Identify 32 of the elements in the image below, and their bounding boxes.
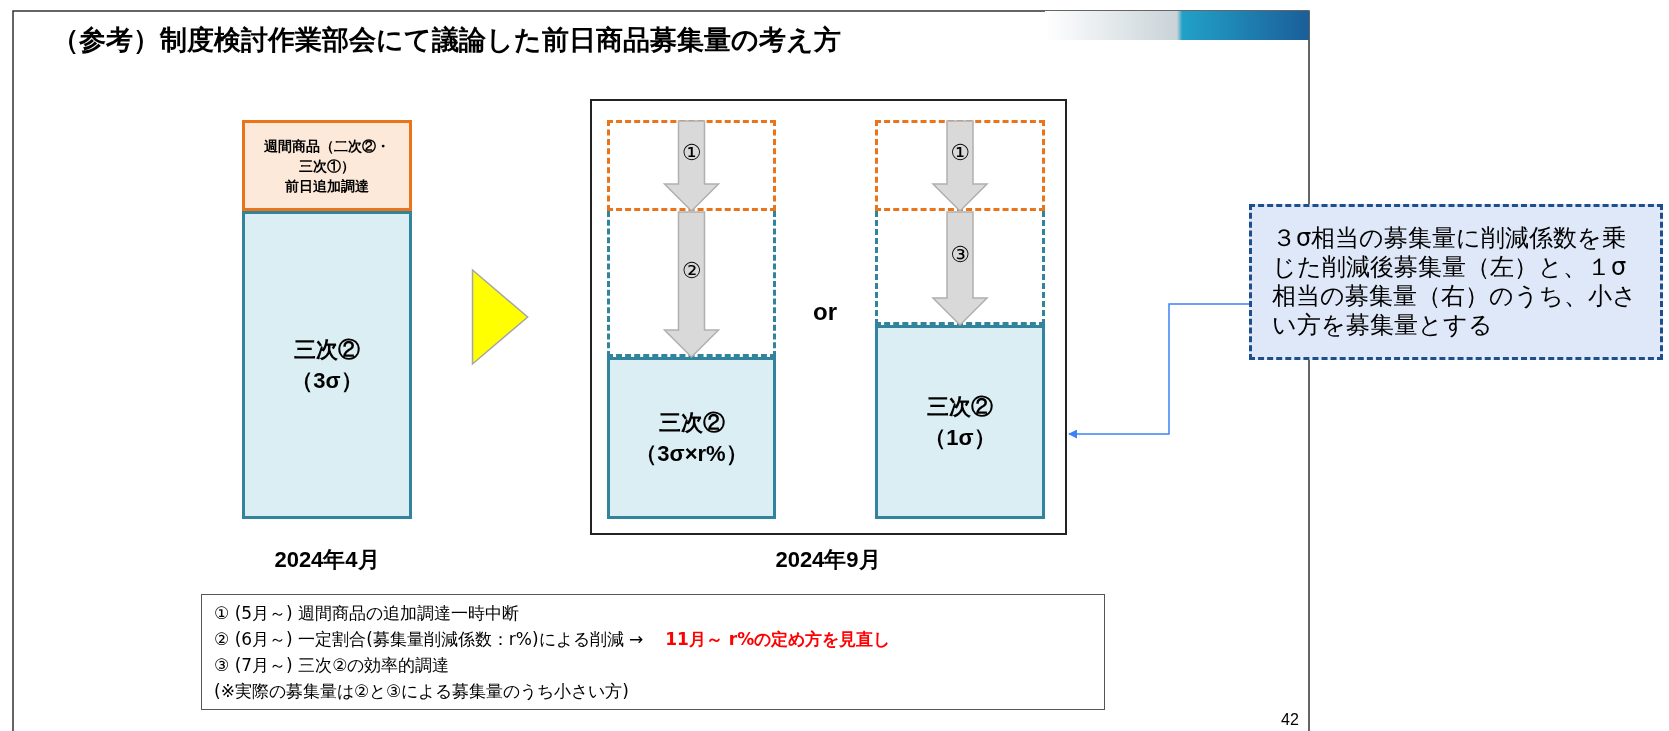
volume-bar	[242, 211, 412, 519]
block-arrow	[662, 120, 721, 213]
volume-bar	[875, 325, 1045, 519]
block-arrow	[931, 211, 989, 327]
procurement-box	[242, 120, 412, 211]
bar-label: 三次②（1σ）	[923, 393, 997, 452]
box-label: 週間商品（二次②・三次①）前日追加調達	[263, 136, 391, 196]
slide-title: （参考）制度検討作業部会にて議論した前日商品募集量の考え方	[52, 24, 841, 57]
page-number: 42	[1281, 711, 1299, 729]
step-number: ①	[681, 140, 702, 165]
note-line: ② (6月～) 一定割合(募集量削減係数：r%)による削減 →	[214, 629, 644, 649]
notes-box	[201, 594, 1105, 710]
block-arrow	[662, 211, 721, 359]
highlight-text: 11月～ r%の定め方を見直し	[665, 629, 891, 649]
note-line: (※実際の募集量は②と③による募集量のうち小さい方)	[214, 680, 629, 703]
step-number: ①	[950, 140, 970, 165]
chevron-arrow	[471, 268, 529, 366]
note-line: ① (5月～) 週間商品の追加調達一時中断	[214, 602, 520, 625]
leader-arrow	[1068, 303, 1250, 439]
volume-bar	[607, 357, 776, 519]
period-label: 2024年4月	[274, 546, 380, 574]
period-label: 2024年9月	[775, 546, 881, 574]
bar-label: 三次②（3σ）	[290, 336, 364, 395]
connector-word: or	[813, 298, 837, 326]
comparison-frame	[590, 99, 1067, 535]
callout-box	[1249, 204, 1663, 360]
step-number: ③	[950, 243, 970, 267]
callout-text: ３σ相当の募集量に削減係数を乗じた削減後募集量（左）と、１σ相当の募集量（右）のうち、小さい方を募集量とする	[1272, 224, 1638, 340]
step-number: ②	[681, 259, 702, 283]
block-arrow	[931, 120, 989, 213]
note-line: ③ (7月～) 三次②の効率的調達	[214, 654, 450, 677]
bar-label: 三次②（3σ×r%）	[634, 409, 749, 468]
